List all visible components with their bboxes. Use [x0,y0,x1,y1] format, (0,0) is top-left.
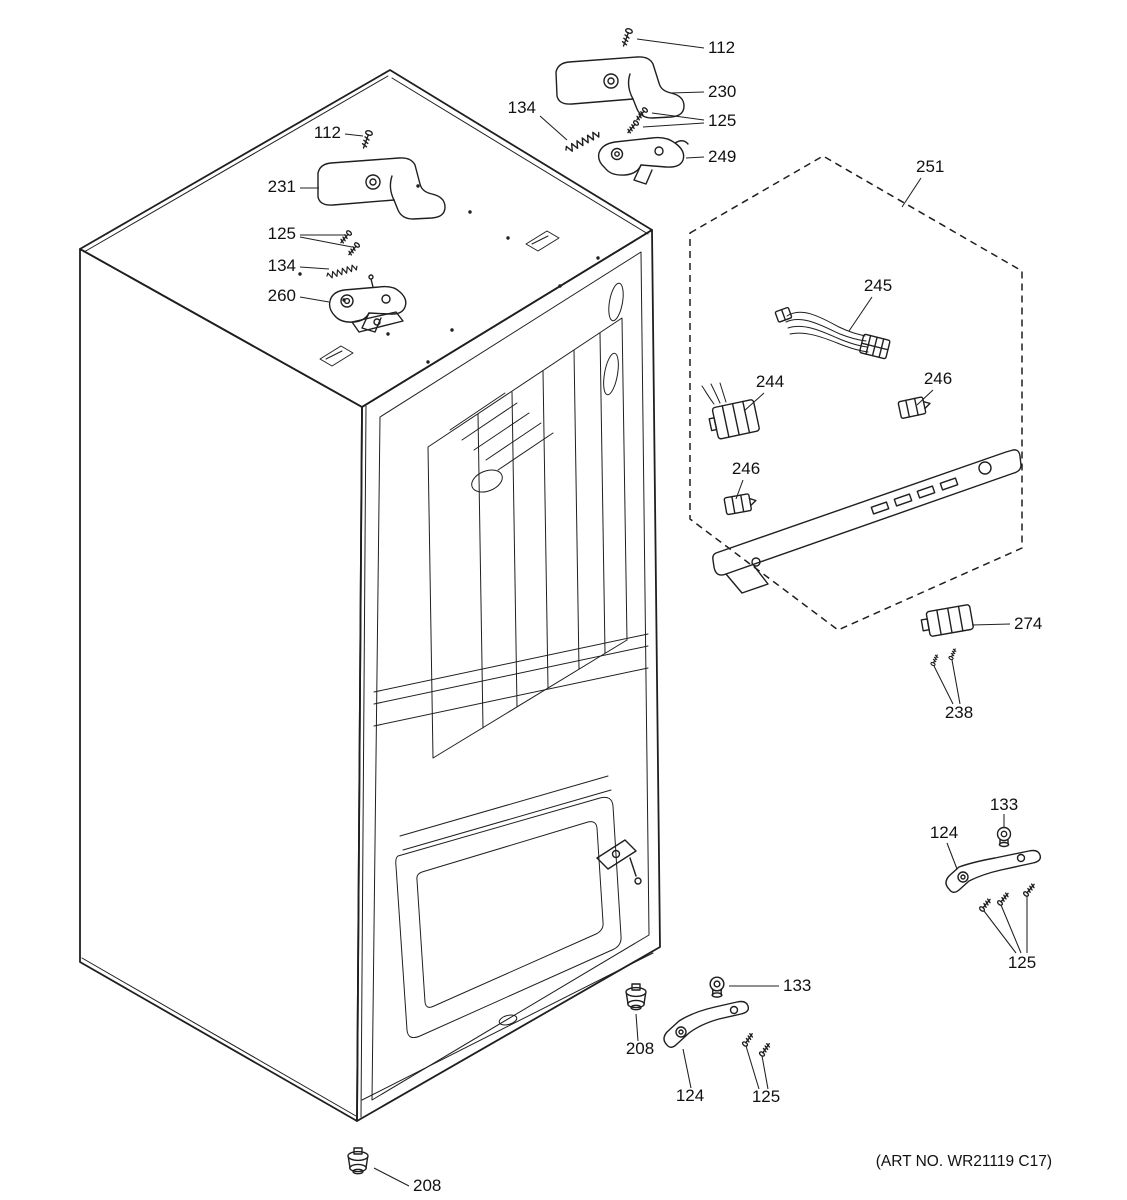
freezer-divider [373,633,649,727]
callout-label: 246 [732,459,760,478]
callout-134-left: 134 [268,256,330,275]
callout-208-mid: 208 [626,1013,654,1058]
part-screw-125-bottom-b [758,1041,773,1058]
part-module-274 [920,604,974,637]
part-screw-125-top-b [625,119,640,136]
callout-label: 125 [708,111,736,130]
callout-label: 244 [756,372,784,391]
dashed-region-251 [689,155,1023,631]
callout-238: 238 [933,659,973,722]
callout-label: 124 [930,823,958,842]
callout-label: 260 [268,286,296,305]
callout-label: 230 [708,82,736,101]
part-screw-125-right-a [978,896,993,913]
part-screw-125-left-b [346,241,361,258]
callout-249: 249 [685,147,736,166]
callout-112-top-right: 112 [636,38,735,57]
callout-246-upper: 246 [916,369,952,406]
part-screw-112-top [619,27,634,48]
callout-label: 112 [314,123,341,142]
callout-124-right: 124 [930,823,958,870]
callout-label: 208 [626,1039,654,1058]
part-clip-246-lower [723,493,757,516]
callout-208-bottom: 208 [373,1167,441,1195]
callout-label: 133 [990,795,1018,814]
evaporator-hatch-lines [449,392,554,471]
part-harness-bracket [712,449,1022,594]
part-screw-125-bottom-a [741,1031,756,1048]
callout-246-lower: 246 [732,459,760,500]
callout-label: 231 [268,177,296,196]
callout-245: 245 [848,276,892,332]
callout-112-top-left: 112 [314,123,364,142]
top-face-details [298,184,600,367]
part-hinge-249 [597,136,689,185]
part-grommet-133-bottom [709,976,725,998]
callout-label: 245 [864,276,892,295]
callout-label: 133 [783,976,811,995]
refrigerator-cabinet [79,69,661,1122]
cabinet-edge-details [81,75,654,1118]
callout-label: 134 [268,256,296,275]
part-hinge-260 [328,274,407,333]
callout-label: 251 [916,157,944,176]
callout-125-top: 125 [642,111,736,130]
callout-label: 125 [752,1087,780,1106]
art-number: (ART NO. WR21119 C17) [876,1153,1052,1170]
part-hinge-cover-230 [555,56,685,119]
callout-231: 231 [268,177,319,196]
part-screw-125-right-c [1022,881,1037,898]
callout-label: 246 [924,369,952,388]
callout-274: 274 [971,614,1042,633]
callout-251: 251 [901,157,944,208]
part-spring-134-top [563,129,602,155]
callout-133-bottom: 133 [729,976,811,995]
part-grommet-133-right [996,826,1012,848]
crisper-pan [395,796,622,1038]
part-screw-112-left [359,129,374,150]
part-wire-harness-245 [774,306,891,360]
callout-label: 125 [1008,953,1036,972]
callout-260: 260 [268,286,330,305]
part-hinge-cover-231 [317,157,446,220]
callout-230: 230 [669,82,736,101]
callout-244: 244 [743,372,784,412]
callout-134-top: 134 [508,98,568,141]
callout-label: 274 [1014,614,1042,633]
callout-label: 249 [708,147,736,166]
callout-label: 134 [508,98,536,117]
part-screw-125-left-a [338,229,353,246]
callout-label: 112 [708,38,735,57]
part-bracket-124-right [945,849,1042,893]
lower-hinge-bracket [596,839,642,885]
callout-label: 238 [945,703,973,722]
callout-125-bottom: 125 [745,1045,780,1106]
callout-124-bottom: 124 [676,1048,704,1105]
part-connector-244 [701,382,760,440]
part-spring-134-left [325,263,359,280]
cabinet-outline [79,69,661,1122]
callout-label: 125 [268,224,296,243]
part-clip-246-upper [897,396,931,419]
callout-label: 208 [413,1176,441,1195]
part-leveling-leg-208-bottom [347,1147,369,1175]
part-screw-238-b [947,647,958,661]
callout-133-right: 133 [990,795,1018,827]
part-bracket-124-bottom [663,1000,750,1048]
callout-125-right: 125 [983,896,1036,972]
drawer-rails [399,775,612,851]
interior-back-panel [427,282,628,759]
part-leveling-leg-208-mid [625,983,647,1011]
callout-label: 124 [676,1086,704,1105]
part-screw-238-a [929,653,940,667]
part-screw-125-right-b [996,890,1011,907]
callout-125-left: 125 [268,224,353,248]
